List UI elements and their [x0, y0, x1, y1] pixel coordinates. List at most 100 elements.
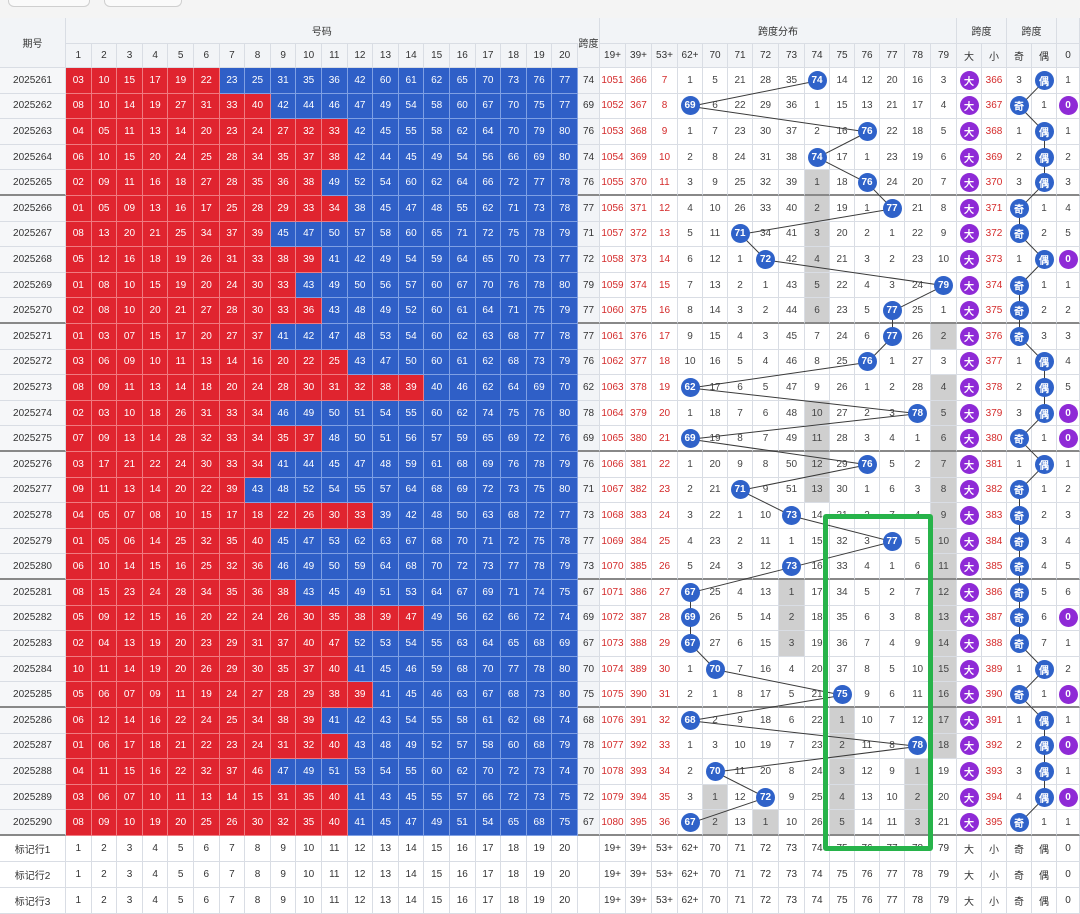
footer-dist-cell[interactable]: 70 [703, 836, 728, 862]
footer-dist-cell[interactable]: 77 [880, 836, 905, 862]
footer-number-cell[interactable]: 4 [142, 888, 169, 914]
footer-number-cell[interactable]: 15 [424, 836, 450, 862]
footer-number-cell[interactable]: 3 [117, 836, 143, 862]
footer-dist-cell[interactable]: 76 [855, 862, 880, 888]
footer-dist-cell[interactable]: 76 [855, 836, 880, 862]
footer-number-cell[interactable]: 18 [501, 888, 527, 914]
footer-number-cell[interactable]: 9 [270, 862, 297, 888]
footer-tail-cell[interactable]: 偶 [1032, 862, 1057, 888]
footer-dist-cell[interactable]: 79 [931, 888, 957, 914]
footer-dist-cell[interactable]: 70 [703, 888, 728, 914]
footer-tail-cell[interactable]: 0 [1057, 862, 1080, 888]
footer-dist-cell[interactable]: 71 [728, 836, 753, 862]
footer-number-cell[interactable]: 20 [552, 888, 578, 914]
footer-number-cell[interactable]: 11 [322, 888, 348, 914]
footer-dist-cell[interactable]: 39+ [626, 836, 652, 862]
footer-number-cell[interactable]: 18 [501, 862, 527, 888]
footer-dist-cell[interactable]: 77 [880, 862, 905, 888]
footer-dist-cell[interactable]: 70 [703, 862, 728, 888]
footer-number-cell[interactable]: 3 [117, 888, 143, 914]
footer-number-cell[interactable]: 12 [347, 862, 374, 888]
footer-dist-cell[interactable]: 73 [779, 888, 805, 914]
footer-dist-cell[interactable]: 79 [931, 836, 957, 862]
footer-dist-cell[interactable]: 73 [779, 862, 805, 888]
footer-dist-cell[interactable]: 78 [905, 888, 931, 914]
footer-number-cell[interactable]: 14 [398, 862, 425, 888]
footer-dist-cell[interactable]: 19+ [600, 862, 626, 888]
footer-tail-cell[interactable]: 0 [1057, 836, 1080, 862]
footer-dist-cell[interactable]: 62+ [678, 862, 703, 888]
footer-number-cell[interactable]: 19 [526, 888, 553, 914]
footer-number-cell[interactable]: 3 [117, 862, 143, 888]
footer-tail-cell[interactable]: 奇 [1007, 888, 1032, 914]
footer-number-cell[interactable]: 17 [475, 836, 502, 862]
footer-number-cell[interactable]: 11 [322, 836, 348, 862]
footer-number-cell[interactable]: 15 [424, 888, 450, 914]
footer-dist-cell[interactable]: 62+ [678, 888, 703, 914]
footer-number-cell[interactable]: 5 [168, 836, 194, 862]
footer-number-cell[interactable]: 16 [450, 862, 476, 888]
footer-number-cell[interactable]: 20 [552, 836, 578, 862]
footer-number-cell[interactable]: 8 [245, 836, 271, 862]
footer-dist-cell[interactable]: 72 [753, 862, 779, 888]
footer-number-cell[interactable]: 16 [450, 836, 476, 862]
footer-dist-cell[interactable]: 74 [805, 862, 830, 888]
footer-tail-cell[interactable]: 偶 [1032, 836, 1057, 862]
footer-number-cell[interactable]: 10 [296, 888, 322, 914]
footer-tail-cell[interactable]: 奇 [1007, 836, 1032, 862]
footer-dist-cell[interactable]: 72 [753, 888, 779, 914]
footer-dist-cell[interactable]: 19+ [600, 888, 626, 914]
footer-number-cell[interactable]: 20 [552, 862, 578, 888]
footer-number-cell[interactable]: 2 [91, 836, 118, 862]
footer-tail-cell[interactable]: 小 [982, 836, 1007, 862]
footer-dist-cell[interactable]: 73 [779, 836, 805, 862]
footer-number-cell[interactable]: 11 [322, 862, 348, 888]
footer-number-cell[interactable]: 17 [475, 862, 502, 888]
footer-dist-cell[interactable]: 53+ [652, 888, 678, 914]
footer-number-cell[interactable]: 16 [450, 888, 476, 914]
footer-dist-cell[interactable]: 79 [931, 862, 957, 888]
footer-dist-cell[interactable]: 78 [905, 836, 931, 862]
footer-dist-cell[interactable]: 74 [805, 836, 830, 862]
footer-number-cell[interactable]: 13 [373, 836, 399, 862]
footer-number-cell[interactable]: 19 [526, 836, 553, 862]
footer-number-cell[interactable]: 9 [270, 888, 297, 914]
footer-number-cell[interactable]: 2 [91, 862, 118, 888]
footer-dist-cell[interactable]: 62+ [678, 836, 703, 862]
footer-dist-cell[interactable]: 74 [805, 888, 830, 914]
footer-number-cell[interactable]: 1 [66, 862, 92, 888]
footer-number-cell[interactable]: 6 [194, 862, 220, 888]
footer-number-cell[interactable]: 9 [270, 836, 297, 862]
footer-number-cell[interactable]: 12 [347, 836, 374, 862]
footer-number-cell[interactable]: 1 [66, 888, 92, 914]
footer-dist-cell[interactable]: 71 [728, 888, 753, 914]
footer-number-cell[interactable]: 13 [373, 888, 399, 914]
footer-number-cell[interactable]: 12 [347, 888, 374, 914]
footer-number-cell[interactable]: 18 [501, 836, 527, 862]
footer-number-cell[interactable]: 7 [219, 836, 246, 862]
footer-dist-cell[interactable]: 19+ [600, 836, 626, 862]
footer-number-cell[interactable]: 4 [142, 862, 169, 888]
footer-tail-cell[interactable]: 大 [957, 836, 982, 862]
footer-number-cell[interactable]: 6 [194, 888, 220, 914]
footer-number-cell[interactable]: 7 [219, 888, 246, 914]
footer-dist-cell[interactable]: 72 [753, 836, 779, 862]
footer-dist-cell[interactable]: 75 [830, 862, 855, 888]
footer-dist-cell[interactable]: 75 [830, 888, 855, 914]
footer-tail-cell[interactable]: 大 [957, 862, 982, 888]
footer-tail-cell[interactable]: 0 [1057, 888, 1080, 914]
footer-tail-cell[interactable]: 小 [982, 888, 1007, 914]
footer-number-cell[interactable]: 2 [91, 888, 118, 914]
footer-number-cell[interactable]: 5 [168, 862, 194, 888]
footer-dist-cell[interactable]: 76 [855, 888, 880, 914]
footer-number-cell[interactable]: 15 [424, 862, 450, 888]
footer-number-cell[interactable]: 5 [168, 888, 194, 914]
footer-tail-cell[interactable]: 小 [982, 862, 1007, 888]
footer-number-cell[interactable]: 10 [296, 836, 322, 862]
footer-tail-cell[interactable]: 大 [957, 888, 982, 914]
footer-dist-cell[interactable]: 39+ [626, 862, 652, 888]
footer-number-cell[interactable]: 8 [245, 888, 271, 914]
footer-dist-cell[interactable]: 53+ [652, 836, 678, 862]
footer-tail-cell[interactable]: 奇 [1007, 862, 1032, 888]
footer-number-cell[interactable]: 14 [398, 888, 425, 914]
